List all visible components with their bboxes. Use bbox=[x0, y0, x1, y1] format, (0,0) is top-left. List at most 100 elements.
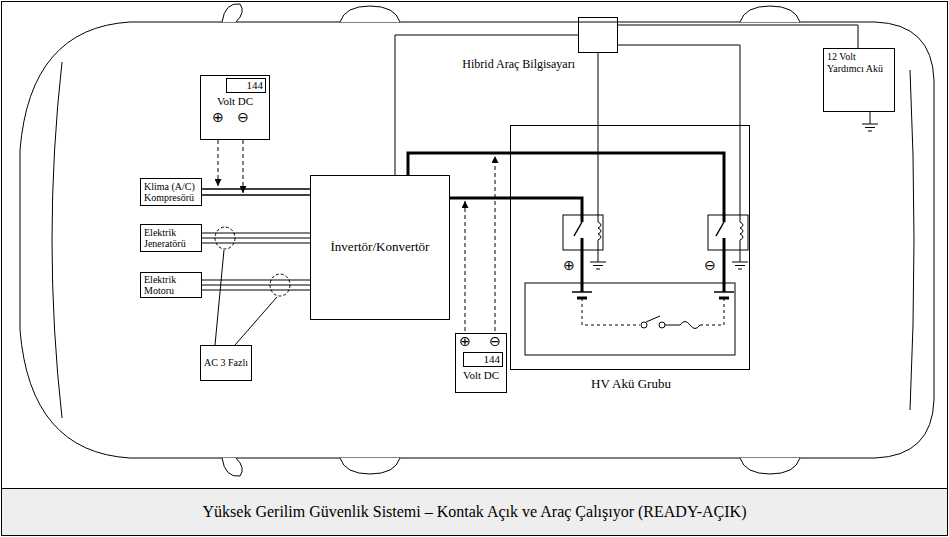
relay-wire bbox=[581, 238, 584, 250]
wheel-arch bbox=[340, 458, 400, 474]
phase-wire bbox=[202, 242, 310, 243]
phase-wire bbox=[202, 279, 310, 280]
phase-marker bbox=[215, 227, 290, 345]
box-label: Elektrik Jeneratörü bbox=[144, 227, 198, 250]
battery-pack-box: HV Akü Grubu bbox=[510, 125, 750, 370]
phase-wire bbox=[202, 232, 310, 233]
mirror bbox=[222, 4, 242, 22]
component-box: Elektrik Jeneratörü bbox=[140, 224, 202, 252]
box-heading: Hibrid Araç Bilgisayarı bbox=[447, 56, 575, 72]
service-plug bbox=[659, 322, 665, 328]
battery-module bbox=[525, 283, 735, 355]
relay-coil bbox=[740, 215, 743, 262]
hv-internal-wiring bbox=[510, 45, 740, 292]
ground-symbol bbox=[862, 112, 878, 131]
cell-string bbox=[665, 325, 680, 326]
ground-symbol bbox=[738, 269, 742, 270]
relay-box bbox=[563, 215, 603, 250]
wire-connector bbox=[408, 153, 510, 175]
polarity-sign: ⊕ bbox=[211, 110, 225, 126]
box-label: AC 3 Fazlı bbox=[204, 357, 248, 369]
control-wire bbox=[618, 45, 740, 222]
caption-rule bbox=[2, 488, 947, 489]
meter-probe bbox=[218, 140, 495, 331]
polarity-sign: ⊖ bbox=[488, 334, 502, 350]
wire-connector bbox=[618, 25, 858, 48]
polarity-sign: ⊕ bbox=[562, 258, 576, 274]
ground-symbol bbox=[596, 269, 600, 270]
relay-wire bbox=[723, 215, 726, 222]
wire-connector bbox=[450, 197, 510, 200]
relay-switch bbox=[716, 222, 724, 236]
hv-positive-wire bbox=[581, 238, 584, 292]
meter-probe bbox=[495, 156, 496, 331]
wire-connector bbox=[395, 35, 578, 175]
meter-probe bbox=[243, 140, 244, 193]
ground-symbol bbox=[732, 262, 748, 263]
car-outline bbox=[20, 4, 934, 476]
battery-box: 12 Volt Yardımcı Akü bbox=[823, 48, 895, 112]
hv-negative-wire bbox=[510, 153, 724, 222]
box-heading: HV Akü Grubu bbox=[591, 376, 741, 392]
box-label: Klima (A/C) Kompresörü bbox=[144, 181, 198, 204]
relay-wire bbox=[723, 238, 726, 250]
component-box: Elektrik Motoru bbox=[140, 272, 202, 298]
relay-switch bbox=[574, 222, 582, 236]
ground-symbol bbox=[593, 265, 603, 266]
wire-connector bbox=[202, 188, 310, 190]
wire-connector bbox=[598, 53, 599, 125]
relay-wire bbox=[581, 215, 584, 222]
wire-connector bbox=[202, 284, 310, 285]
callout-box: AC 3 Fazlı bbox=[200, 345, 252, 381]
wheel-arch bbox=[340, 6, 400, 22]
figure-caption: Yüksek Gerilim Güvenlik Sistemi – Kontak… bbox=[203, 503, 747, 521]
polarity-sign: ⊖ bbox=[703, 258, 717, 274]
front-bumper-line bbox=[52, 62, 62, 418]
battery-cells bbox=[525, 283, 735, 355]
control-wire bbox=[598, 125, 599, 222]
ground-symbol bbox=[590, 262, 606, 263]
fuse-symbol bbox=[680, 322, 700, 329]
voltage-readout: 144 bbox=[226, 78, 266, 93]
phase-marker bbox=[215, 250, 224, 345]
phase-wire bbox=[202, 194, 310, 196]
ground-symbol bbox=[862, 124, 878, 125]
computer-box: Hibrid Araç Bilgisayarı bbox=[578, 17, 618, 53]
unit-label: Volt DC bbox=[204, 95, 266, 108]
unit-label: Volt DC bbox=[459, 369, 503, 382]
car-body bbox=[20, 22, 934, 458]
wire-connector bbox=[202, 237, 310, 238]
ground-symbol bbox=[868, 131, 872, 132]
service-plug bbox=[646, 316, 660, 322]
phase-marker bbox=[235, 297, 277, 345]
meter-probe bbox=[465, 201, 466, 331]
ground-symbol bbox=[735, 265, 745, 266]
cell-plate bbox=[714, 291, 734, 293]
ground-symbol bbox=[870, 112, 871, 124]
phase-wire bbox=[202, 289, 310, 290]
voltmeter: 144Volt DC bbox=[200, 75, 270, 140]
caption-box: Yüksek Gerilim Güvenlik Sistemi – Kontak… bbox=[2, 489, 947, 535]
inverter-box: İnvertör/Konvertör bbox=[310, 175, 450, 320]
polarity-sign: ⊖ bbox=[236, 110, 250, 126]
cell-string bbox=[700, 298, 724, 325]
relay-coil bbox=[598, 215, 601, 262]
polarity-sign: ⊕ bbox=[458, 334, 472, 350]
box-label: 12 Volt Yardımcı Akü bbox=[827, 51, 891, 74]
voltage-readout: 144 bbox=[463, 352, 503, 367]
box-label: Elektrik Motoru bbox=[144, 274, 198, 297]
meter-probe bbox=[218, 140, 219, 186]
cell-string bbox=[582, 298, 640, 325]
rear-bumper-line bbox=[910, 70, 914, 410]
wheel-arch bbox=[740, 458, 800, 474]
mirror bbox=[222, 458, 242, 476]
box-label: İnvertör/Konvertör bbox=[314, 240, 446, 255]
hv-negative-wire bbox=[723, 238, 726, 292]
service-plug bbox=[641, 322, 647, 328]
